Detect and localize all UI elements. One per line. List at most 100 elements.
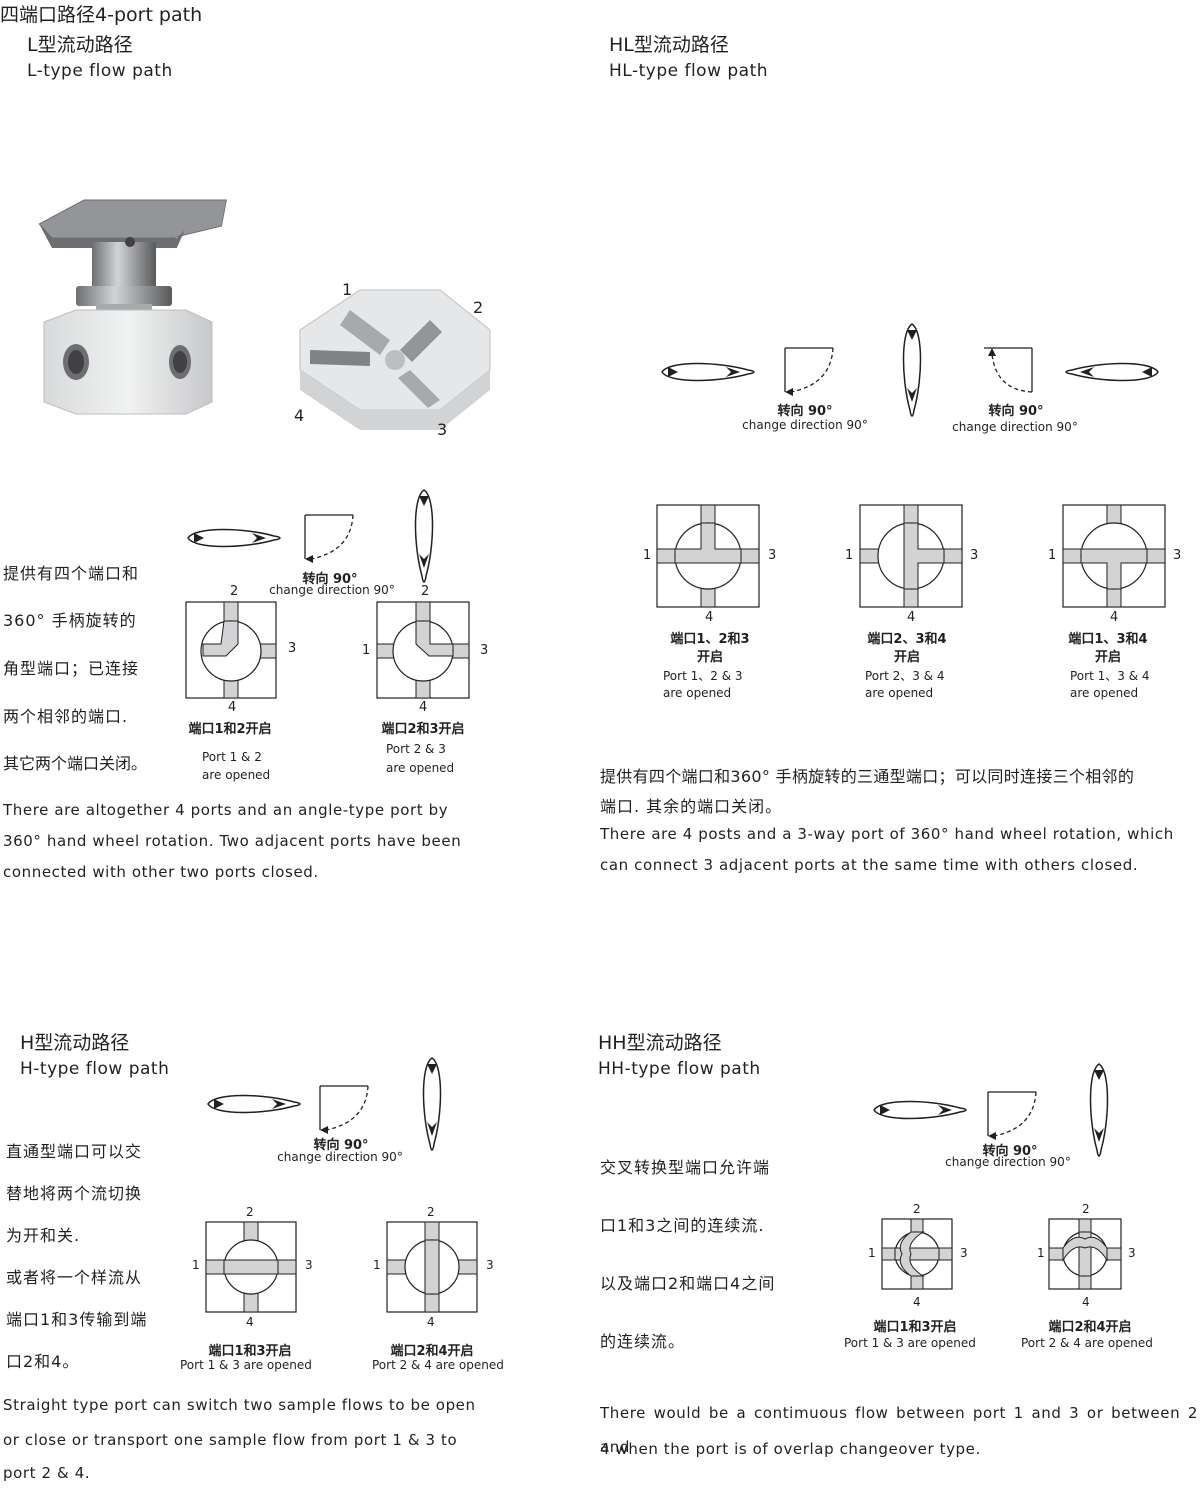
h-d1-port-4: 4 [246, 1315, 254, 1329]
hl-rotate-icon [784, 347, 834, 397]
l-rotate-cn: 转向 90° [302, 572, 358, 587]
l-d1-port-3: 3 [288, 641, 297, 656]
hl-d2-port-4: 4 [907, 610, 916, 625]
hl-d1-caption-en1: Port 1、2 & 3 [663, 669, 743, 683]
hl-rotate-ccw-icon [984, 347, 1033, 393]
l-desc-cn-3: 角型端口；已连接 [3, 659, 140, 678]
hl-d1-caption-cn2: 开启 [696, 650, 723, 665]
h-desc-cn-6: 口2和4。 [6, 1352, 80, 1371]
hh-rotate-en: change direction 90° [945, 1155, 1071, 1169]
l-d2-port-3: 3 [480, 643, 489, 658]
hl-d3-caption-en1: Port 1、3 & 4 [1070, 669, 1150, 683]
h-flow-diagram-2 [386, 1221, 478, 1313]
hl-flow-diagram-3 [1062, 504, 1166, 608]
hl-d1-port-1: 1 [643, 548, 652, 563]
h-rotate-icon [319, 1085, 369, 1135]
hl-rotate-en-1: change direction 90° [742, 418, 868, 432]
hl-d3-port-4: 4 [1110, 610, 1119, 625]
hh-handle-vertical-icon [1089, 1063, 1109, 1157]
l-d2-port-2: 2 [421, 584, 430, 599]
hl-flow-diagram-2 [859, 504, 963, 608]
h-rotate-en: change direction 90° [277, 1150, 403, 1164]
hl-flow-diagram-1 [656, 504, 760, 608]
hh-desc-cn-4: 的连续流。 [600, 1332, 686, 1351]
hl-d3-caption-cn1: 端口1、3和4 [1068, 632, 1148, 647]
l-desc-cn-4: 两个相邻的端口. [3, 707, 129, 726]
hh-d2-port-1: 1 [1037, 1246, 1045, 1260]
l-d1-port-2: 2 [230, 584, 239, 599]
l-d2-caption-cn: 端口2和3开启 [381, 722, 465, 737]
hl-title-en: HL-type flow path [609, 61, 769, 81]
hh-d2-port-2: 2 [1082, 1202, 1090, 1216]
hh-desc-en-2: 4 when the port is of overlap changeover… [600, 1440, 981, 1458]
h-d1-caption-cn: 端口1和3开启 [208, 1344, 292, 1359]
h-desc-en-3: port 2 & 4. [3, 1464, 91, 1482]
h-d1-port-2: 2 [246, 1205, 254, 1219]
h-desc-cn-3: 为开和关. [6, 1226, 81, 1245]
illus-port-2: 2 [473, 298, 484, 317]
illus-port-4: 4 [294, 406, 305, 425]
h-flow-diagram-1 [205, 1221, 297, 1313]
hl-d2-caption-en2: are opened [865, 686, 934, 700]
illus-port-3: 3 [437, 420, 448, 439]
l-rotate-en: change direction 90° [269, 583, 395, 597]
hl-rotate-cn-1: 转向 90° [777, 404, 833, 419]
l-desc-cn-5: 其它两个端口关闭。 [3, 754, 148, 773]
hh-desc-cn-1: 交叉转换型端口允许端 [600, 1158, 771, 1177]
hl-d2-caption-en1: Port 2、3 & 4 [865, 669, 945, 683]
page-title: 四端口路径4-port path [0, 4, 203, 26]
hl-d1-caption-en2: are opened [663, 686, 732, 700]
h-title-cn: H型流动路径 [20, 1032, 130, 1054]
port-section-illustration [299, 289, 491, 430]
h-d2-caption-en: Port 2 & 4 are opened [372, 1358, 504, 1372]
valve-illustration [38, 199, 227, 415]
h-desc-cn-2: 替地将两个流切换 [6, 1184, 143, 1203]
hh-handle-horizontal-icon [873, 1100, 967, 1120]
hh-flow-diagram-1 [881, 1218, 953, 1290]
hh-d1-caption-cn: 端口1和3开启 [873, 1320, 957, 1335]
hl-desc-en-1: There are 4 posts and a 3-way port of 36… [600, 825, 1174, 843]
l-title-en: L-type flow path [27, 61, 173, 81]
hl-desc-cn-1: 提供有四个端口和360° 手柄旋转的三通型端口；可以同时连接三个相邻的 [600, 767, 1135, 786]
hl-rotate-cn-2: 转向 90° [988, 404, 1044, 419]
handle-horizontal-icon [187, 528, 281, 548]
hl-desc-en-2: can connect 3 adjacent ports at the same… [600, 856, 1139, 874]
l-d1-port-4: 4 [228, 700, 237, 715]
l-d2-caption-en2: are opened [386, 761, 455, 775]
h-handle-horizontal-icon [207, 1094, 301, 1114]
h-d2-port-1: 1 [373, 1258, 381, 1272]
hl-d3-port-3: 3 [1173, 548, 1182, 563]
hl-title-cn: HL型流动路径 [609, 34, 729, 56]
l-desc-cn-2: 360° 手柄旋转的 [3, 611, 137, 630]
h-d1-port-1: 1 [192, 1258, 200, 1272]
hh-d2-caption-en: Port 2 & 4 are opened [1021, 1336, 1153, 1350]
hl-handle-down-icon [902, 323, 922, 417]
illus-port-1: 1 [342, 280, 353, 299]
h-handle-vertical-icon [422, 1057, 442, 1151]
h-d1-caption-en: Port 1 & 3 are opened [180, 1358, 312, 1372]
h-desc-en-1: Straight type port can switch two sample… [3, 1396, 476, 1414]
hl-d2-caption-cn1: 端口2、3和4 [867, 632, 947, 647]
h-d2-port-3: 3 [486, 1258, 494, 1272]
hl-handle-right-icon [661, 362, 755, 382]
hh-d1-caption-en: Port 1 & 3 are opened [844, 1336, 976, 1350]
h-desc-en-2: or close or transport one sample flow fr… [3, 1431, 458, 1449]
hh-title-en: HH-type flow path [598, 1059, 761, 1079]
hl-handle-left-icon [1065, 362, 1159, 382]
h-d2-caption-cn: 端口2和4开启 [390, 1344, 474, 1359]
l-d2-port-4: 4 [419, 700, 428, 715]
hl-d3-caption-cn2: 开启 [1094, 650, 1121, 665]
l-d1-caption-en1: Port 1 & 2 [202, 750, 262, 764]
l-d1-caption-cn: 端口1和2开启 [188, 722, 272, 737]
hh-d1-port-2: 2 [913, 1202, 921, 1216]
hh-flow-diagram-2 [1048, 1218, 1122, 1290]
l-desc-en-1: There are altogether 4 ports and an angl… [3, 801, 449, 819]
hh-d2-port-4: 4 [1082, 1295, 1090, 1309]
hh-rotate-cn: 转向 90° [982, 1144, 1038, 1159]
handle-vertical-icon [414, 489, 434, 583]
hh-d1-port-4: 4 [913, 1295, 921, 1309]
h-d1-port-3: 3 [305, 1258, 313, 1272]
hl-d2-caption-cn2: 开启 [893, 650, 920, 665]
l-d2-caption-en1: Port 2 & 3 [386, 742, 446, 756]
h-desc-cn-1: 直通型端口可以交 [6, 1142, 143, 1161]
